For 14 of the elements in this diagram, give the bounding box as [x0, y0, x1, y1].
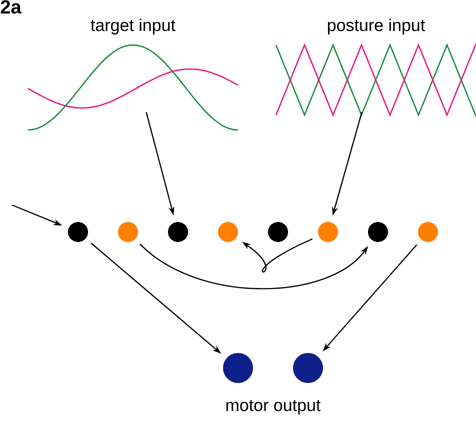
figure-label: 2a — [0, 0, 22, 14]
output-dot — [293, 353, 323, 383]
input-label: posture input — [328, 18, 425, 35]
dot — [168, 222, 188, 242]
dot — [68, 222, 88, 242]
dot — [318, 222, 338, 242]
dot — [268, 222, 288, 242]
dot — [218, 222, 238, 242]
output-dot — [223, 353, 253, 383]
dot — [368, 222, 388, 242]
dot — [418, 222, 438, 242]
input-label: target input — [90, 18, 176, 35]
dot — [118, 222, 138, 242]
output-label: motor output — [226, 400, 321, 415]
